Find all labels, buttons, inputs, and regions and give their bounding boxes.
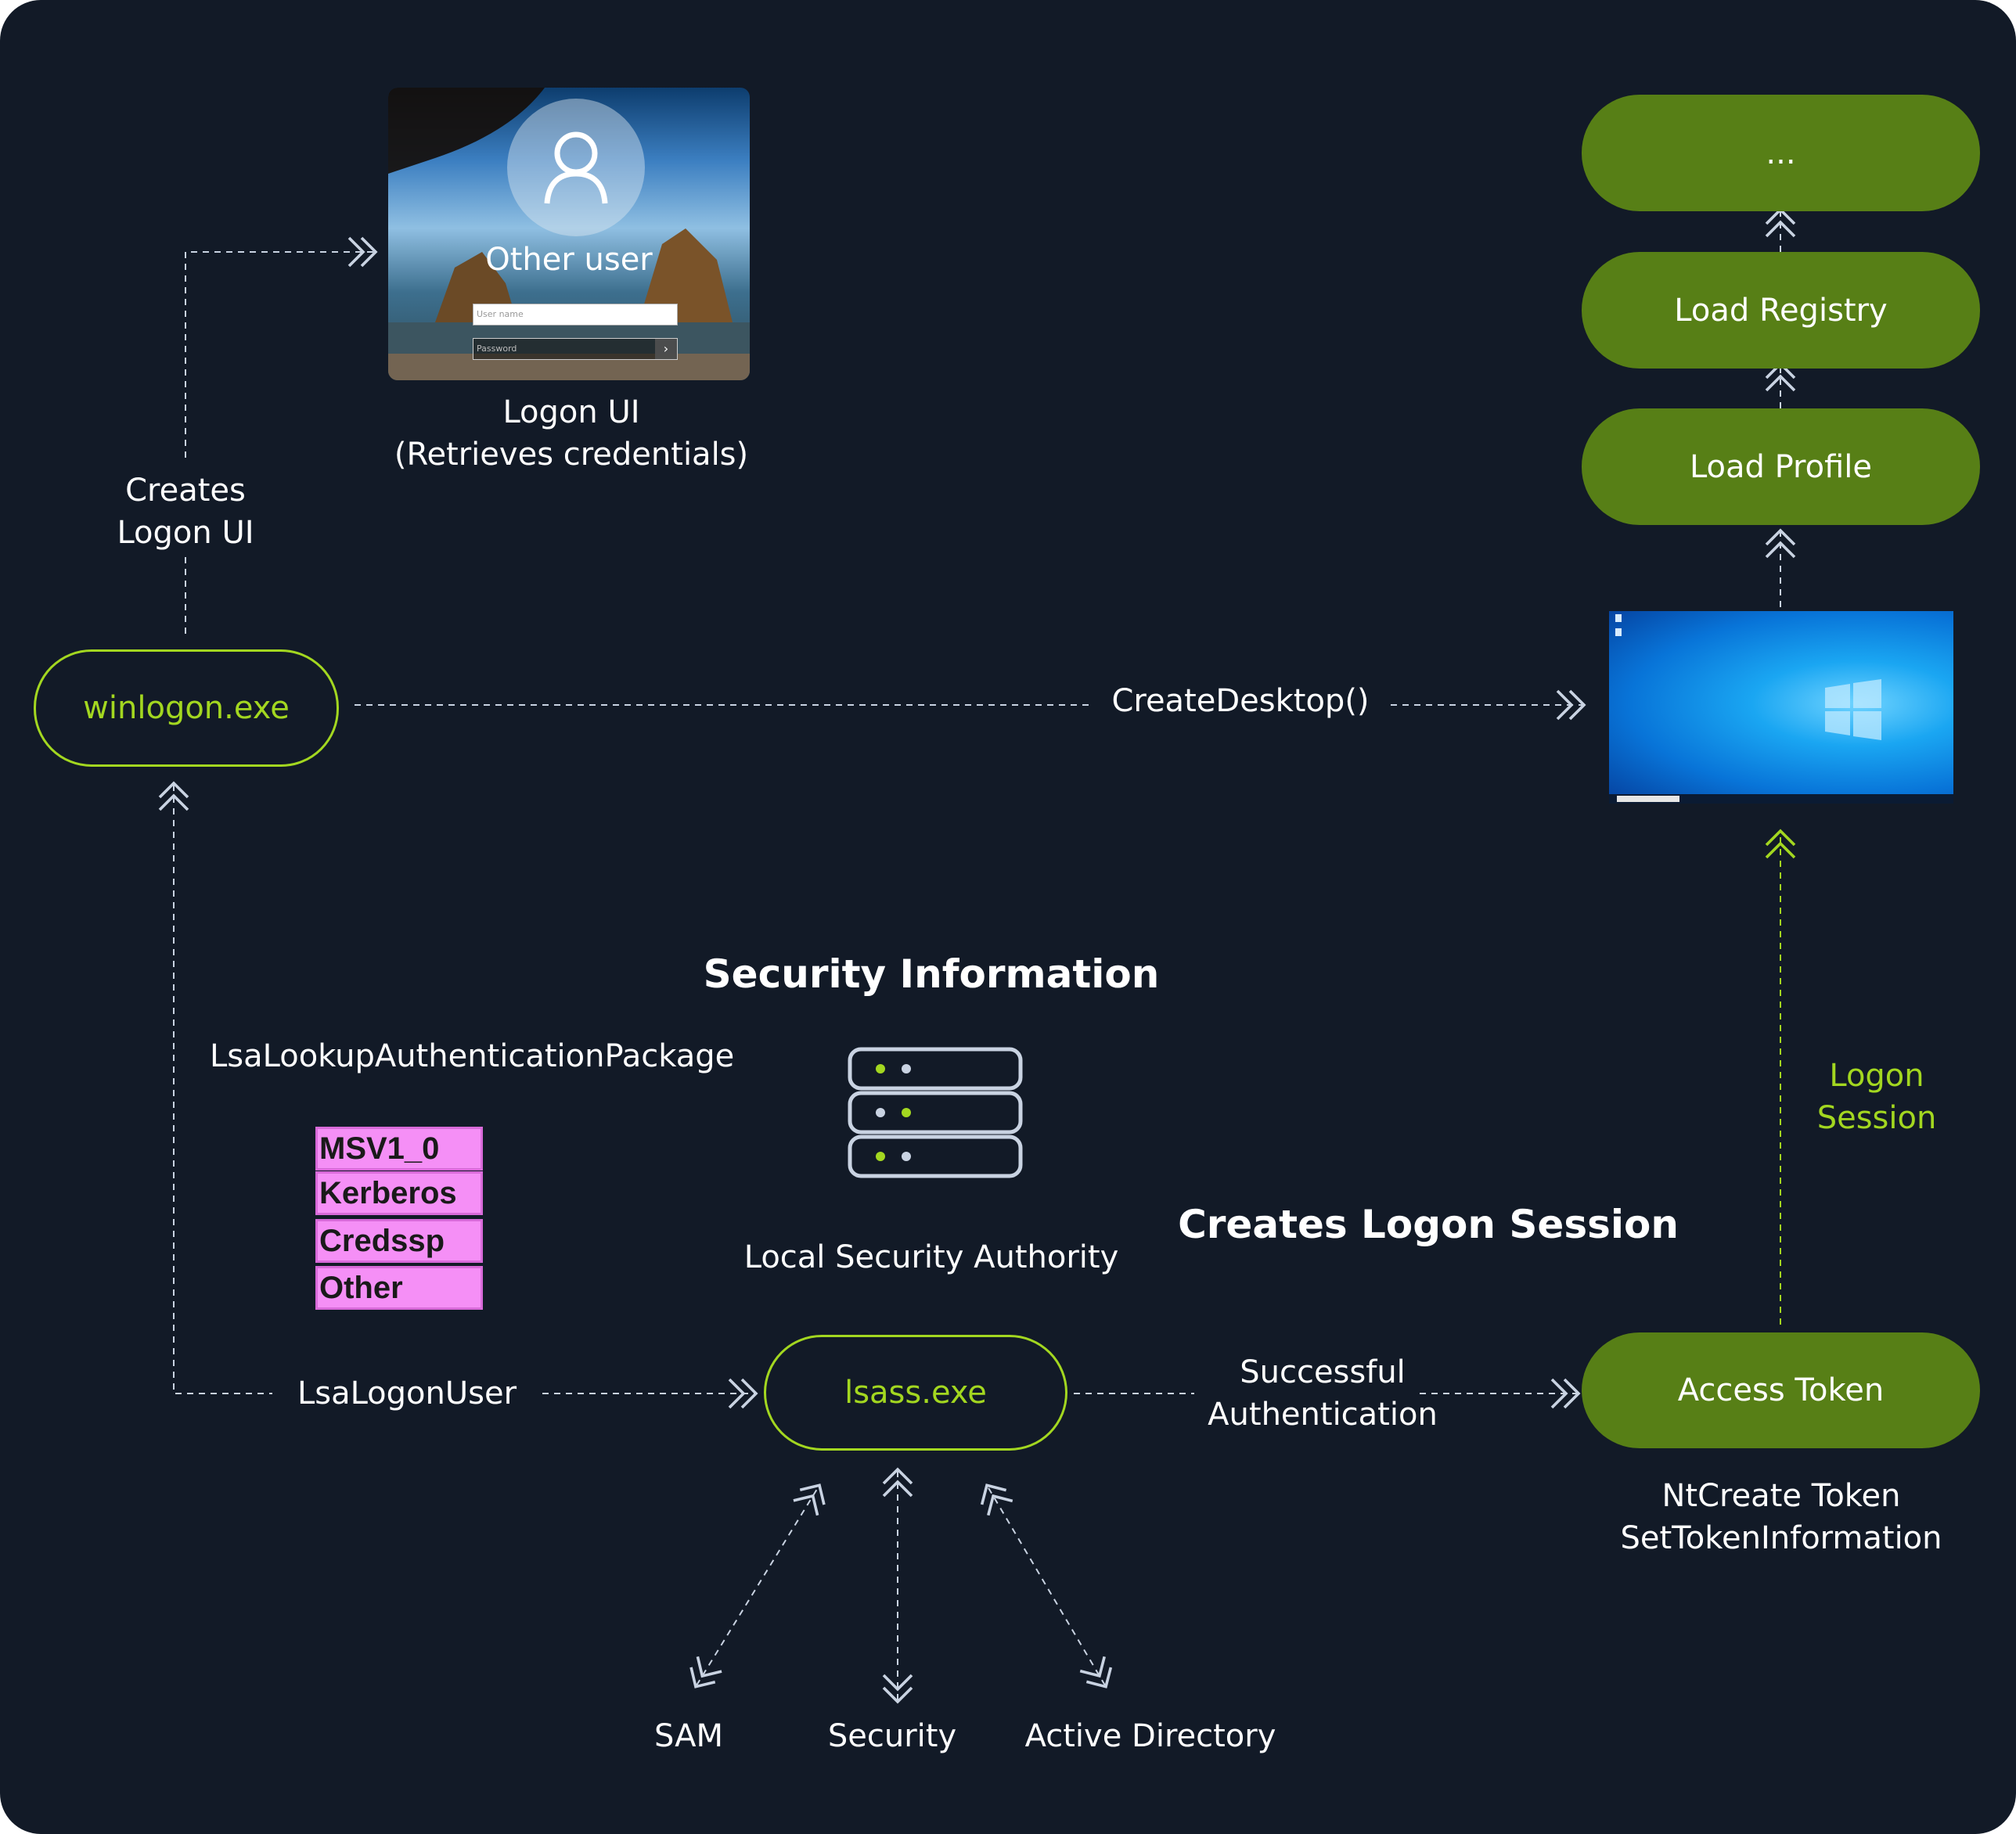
- username-placeholder: User name: [477, 309, 524, 319]
- taskbar: [1609, 794, 1953, 804]
- logon-session-label: Logon Session: [1792, 1055, 1961, 1139]
- auth-package-credssp: Credssp: [315, 1219, 483, 1263]
- load-registry-node: Load Registry: [1582, 252, 1980, 369]
- logon-session-line2: Session: [1816, 1100, 1937, 1136]
- token-api-line1: NtCreate Token: [1661, 1478, 1901, 1514]
- winlogon-node: winlogon.exe: [34, 649, 339, 767]
- username-field[interactable]: User name: [473, 304, 678, 325]
- active-directory-connector: [980, 1483, 1113, 1688]
- server-stack-icon: [848, 1047, 1023, 1178]
- lsass-node: lsass.exe: [764, 1335, 1067, 1451]
- ellipsis-node: ...: [1582, 95, 1980, 211]
- successful-authentication-line1: Successful: [1240, 1354, 1406, 1390]
- desktop-icon: [1615, 628, 1622, 636]
- creates-logon-ui-label: Creates Logon UI: [84, 469, 287, 554]
- create-desktop-label: CreateDesktop(): [1111, 683, 1370, 719]
- windows-desktop-screenshot: [1609, 611, 1953, 804]
- security-store-label: Security: [827, 1718, 957, 1754]
- lsa-logon-user-label: LsaLogonUser: [297, 1376, 517, 1411]
- lsa-lookup-label: LsaLookupAuthenticationPackage: [210, 1038, 735, 1074]
- security-information-heading: Security Information: [703, 951, 1160, 997]
- password-field[interactable]: Password ›: [473, 338, 678, 360]
- token-api-label: NtCreate Token SetTokenInformation: [1581, 1475, 1982, 1559]
- sam-connector: [689, 1483, 826, 1688]
- creates-logon-ui-line2: Logon UI: [117, 515, 254, 551]
- logon-ui-screenshot: Other user User name Password ›: [388, 88, 750, 380]
- submit-arrow-icon[interactable]: ›: [655, 339, 677, 359]
- creates-logon-ui-connector: [185, 252, 374, 634]
- creates-logon-ui-line1: Creates: [125, 473, 246, 509]
- auth-package-other: Other: [315, 1266, 483, 1310]
- successful-authentication-label: Successful Authentication: [1190, 1351, 1456, 1436]
- active-directory-label: Active Directory: [1024, 1718, 1276, 1754]
- load-profile-node: Load Profile: [1582, 408, 1980, 525]
- lsa-label: Local Security Authority: [743, 1239, 1119, 1275]
- logon-ui-caption-line2: (Retrieves credentials): [394, 437, 749, 473]
- user-icon: [544, 131, 608, 204]
- logon-screen-title: Other user: [485, 242, 653, 278]
- successful-authentication-line2: Authentication: [1208, 1397, 1438, 1433]
- logon-session-line1: Logon: [1829, 1058, 1924, 1094]
- windows-logo-icon: [1825, 679, 1881, 740]
- sam-label: SAM: [653, 1718, 723, 1754]
- auth-package-msv1-0: MSV1_0: [315, 1127, 483, 1171]
- desktop-icon: [1615, 614, 1622, 622]
- logon-ui-caption-line1: Logon UI: [502, 394, 640, 430]
- user-avatar: [507, 99, 645, 236]
- auth-package-kerberos: Kerberos: [315, 1171, 483, 1215]
- password-placeholder: Password: [477, 343, 517, 354]
- creates-logon-session-heading: Creates Logon Session: [1178, 1202, 1679, 1247]
- access-token-node: Access Token: [1582, 1332, 1980, 1448]
- lsa-lookup-connector: [158, 781, 272, 1394]
- logon-ui-caption: Logon UI (Retrieves credentials): [376, 391, 767, 476]
- token-api-line2: SetTokenInformation: [1620, 1520, 1942, 1556]
- taskbar-search-box: [1617, 796, 1679, 802]
